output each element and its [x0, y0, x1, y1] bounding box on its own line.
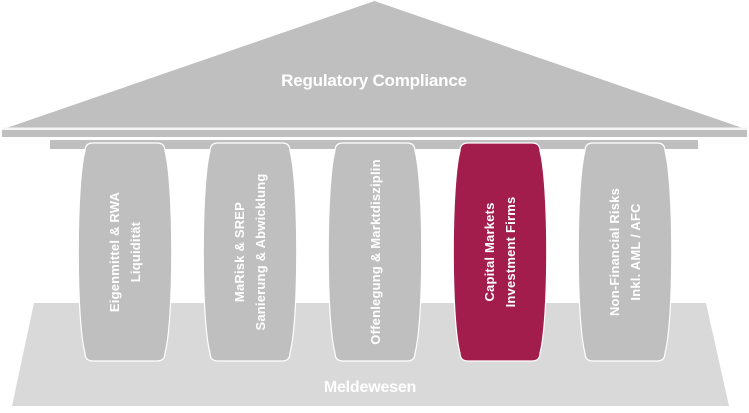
- pillar-label-line: Offenlegung & Marktdisziplin: [367, 159, 383, 345]
- pillar-label-line: Inkl. AML / AFC: [628, 203, 643, 301]
- pillar-capital-markets-investment-firms: [452, 142, 548, 362]
- pillar-label-line: Eigenmittel & RWA: [107, 191, 122, 313]
- pillar-label-line: Non-Financial Risks: [607, 187, 622, 317]
- pillar-non-financial-risks-aml-afc: [577, 142, 673, 362]
- pediment-edge-highlight: [2, 127, 747, 130]
- pediment-title: Regulatory Compliance: [281, 71, 467, 90]
- base-platform-label: Meldewesen: [323, 379, 417, 396]
- pillar-marisk-srep-sanierung-abwicklung: [202, 142, 298, 362]
- pillar-label-non-financial-risks-aml-afc: Non-Financial Risks Inkl. AML / AFC: [513, 140, 737, 364]
- pediment-cornice: [2, 130, 747, 137]
- pillar-label-line: MaRisk & SREP: [232, 201, 247, 303]
- pediment-triangle: [8, 1, 741, 128]
- pillar-label-line: Capital Markets: [482, 202, 497, 302]
- pillar-offenlegung-marktdisziplin: [327, 142, 423, 362]
- pillar-eigenmittel-rwa-liquiditaet: [77, 142, 173, 362]
